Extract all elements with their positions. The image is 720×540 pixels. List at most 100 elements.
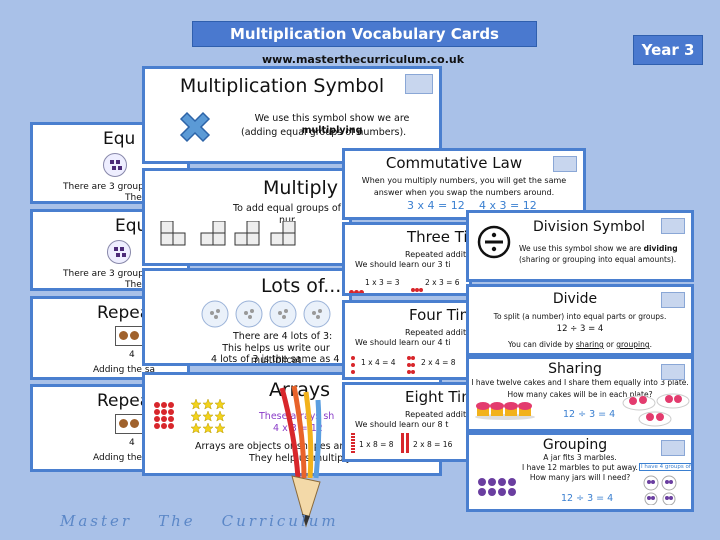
card-title: Sharing xyxy=(548,361,602,377)
pencil-logo-icon xyxy=(262,378,342,532)
card-four-times: Four Tim Repeated additi We should learn… xyxy=(342,300,472,380)
subject-tag xyxy=(405,74,433,94)
card-equation: 1 x 4 = 4 xyxy=(361,358,396,367)
card-title: Equ xyxy=(115,216,148,236)
red-dots-icon xyxy=(407,353,417,377)
card-equation: 1 x 8 = 8 xyxy=(359,440,394,449)
card-text: A jar fits 3 marbles. xyxy=(543,453,617,462)
card-text: (adding equal groups of numbers). xyxy=(241,127,407,138)
cakes-plates-icon xyxy=(621,389,691,429)
cookie-box-icon xyxy=(115,414,143,434)
card-equation: 4 x 3 = 12 xyxy=(273,423,323,434)
card-title: Four Tim xyxy=(409,306,472,324)
subject-tag xyxy=(661,292,685,308)
card-text: They xyxy=(125,193,148,203)
card-commutative-law: Commutative Law When you multiply number… xyxy=(342,148,586,220)
card-text: There are 3 groups w xyxy=(63,182,159,192)
subject-tag xyxy=(661,440,685,456)
card-text: I have 12 marbles to put away. xyxy=(522,463,638,472)
grouping-tag: I have 4 groups of 3 xyxy=(639,463,691,471)
card-equation: 2 x 4 = 8 xyxy=(421,358,456,367)
card-text: (sharing or grouping into equal amounts)… xyxy=(519,255,677,264)
card-text: We should learn our 4 ti xyxy=(355,338,451,347)
card-text: To split (a number) into equal parts or … xyxy=(493,312,667,321)
subject-tag xyxy=(553,156,577,172)
card-equation: 2 x 3 = 6 xyxy=(425,278,460,287)
cube-blocks-icon xyxy=(159,220,319,255)
card-equation: 12 ÷ 3 = 4 xyxy=(561,493,614,504)
card-text: How many jars will I need? xyxy=(529,473,631,482)
card-title: Multiplication Symbol xyxy=(179,75,385,97)
card-text: 4 lots of 3 is the same as 4 xyxy=(211,354,340,365)
card-sharing: Sharing I have twelve cakes and I share … xyxy=(466,356,694,432)
card-equation: 12 ÷ 3 = 4 xyxy=(563,409,616,420)
card-equation: 12 ÷ 3 = 4 xyxy=(556,324,604,334)
lots-circles-icon xyxy=(201,299,349,333)
card-title: Lots of... xyxy=(261,275,342,297)
card-title: Division Symbol xyxy=(533,219,646,235)
card-text: You can divide by sharing or grouping. xyxy=(507,340,653,349)
red-dots-icon xyxy=(401,433,410,453)
card-title: Eight Tim xyxy=(405,388,472,406)
card-text: Repeated additi xyxy=(405,250,469,259)
card-text: We use this symbol show we are dividing xyxy=(519,244,678,253)
star-array-icon xyxy=(190,398,226,437)
card-title: Divide xyxy=(552,291,598,307)
card-text: Adding the sa xyxy=(93,365,156,375)
card-equation: 3 x 4 = 12 xyxy=(407,199,465,212)
card-divide: Divide To split (a number) into equal pa… xyxy=(466,284,694,356)
card-grouping: Grouping A jar fits 3 marbles. I have 12… xyxy=(466,432,694,512)
year-badge: Year 3 xyxy=(633,35,703,65)
card-text: There are 4 lots of 3: xyxy=(233,331,333,342)
card-lots-of: Lots of... There are 4 lots of 3: This h… xyxy=(142,268,352,366)
card-text: There are 3 groups w xyxy=(63,269,159,279)
card-title: Three Tim xyxy=(407,228,469,246)
group-circle-icon xyxy=(103,153,127,177)
card-equation: 1 x 3 = 3 xyxy=(365,278,400,287)
card-three-times: Three Tim Repeated additi We should lear… xyxy=(342,222,472,296)
page-title: Multiplication Vocabulary Cards xyxy=(192,21,537,47)
red-dots-icon xyxy=(411,277,425,293)
group-circle-icon xyxy=(107,240,131,264)
red-dots-icon xyxy=(349,280,364,293)
red-dots-icon xyxy=(351,353,356,377)
subject-tag xyxy=(661,364,685,380)
card-number: 4 xyxy=(129,350,135,360)
website-url[interactable]: www.masterthecurriculum.co.uk xyxy=(262,53,465,66)
multiply-symbol-icon xyxy=(175,107,215,151)
subject-tag xyxy=(661,218,685,234)
card-multiply: Multiply To add equal groups of nur xyxy=(142,168,352,266)
card-title: Repea xyxy=(97,391,151,411)
card-eight-times: Eight Tim Repeated additi We should lear… xyxy=(342,382,472,462)
card-title: Multiply xyxy=(263,177,339,199)
card-number: 4 xyxy=(129,438,135,448)
card-text: We should learn our 3 ti xyxy=(355,260,451,269)
card-text: We should learn our 8 t xyxy=(355,420,449,429)
card-text: Adding the sa xyxy=(93,453,156,463)
marble-groups-icon xyxy=(641,475,691,509)
card-text: Arrays are objects or shapes arrange xyxy=(195,441,371,452)
card-text: They xyxy=(125,280,148,290)
card-title: Equ xyxy=(103,129,136,149)
card-text: This helps us write our multiplicat xyxy=(222,343,330,366)
card-text: We use this symbol show we are multiplyi… xyxy=(254,113,410,136)
card-equation: 4 x 3 = 12 xyxy=(479,199,537,212)
card-text: answer when you swap the numbers around. xyxy=(373,188,555,197)
card-multiplication-symbol: Multiplication Symbol We use this symbol… xyxy=(142,66,442,164)
card-text: Repeated additi xyxy=(405,328,469,337)
red-dots-icon xyxy=(351,433,355,453)
card-title: Commutative Law xyxy=(385,154,523,172)
card-text: When you multiply numbers, you will get … xyxy=(361,176,567,185)
marbles-icon xyxy=(477,477,537,501)
card-title: Grouping xyxy=(542,437,608,453)
card-division-symbol: Division Symbol We use this symbol show … xyxy=(466,210,694,282)
card-text: How many cakes will be in each plate? xyxy=(507,390,653,399)
cakes-plate-icon xyxy=(473,399,537,425)
card-text: Repeated additi xyxy=(405,410,469,419)
red-dot-array-icon xyxy=(153,401,181,435)
card-text: I have twelve cakes and I share them equ… xyxy=(471,378,689,387)
cookie-box-icon xyxy=(115,326,143,346)
card-equation: 2 x 8 = 16 xyxy=(413,440,453,449)
division-symbol-icon xyxy=(477,225,511,263)
